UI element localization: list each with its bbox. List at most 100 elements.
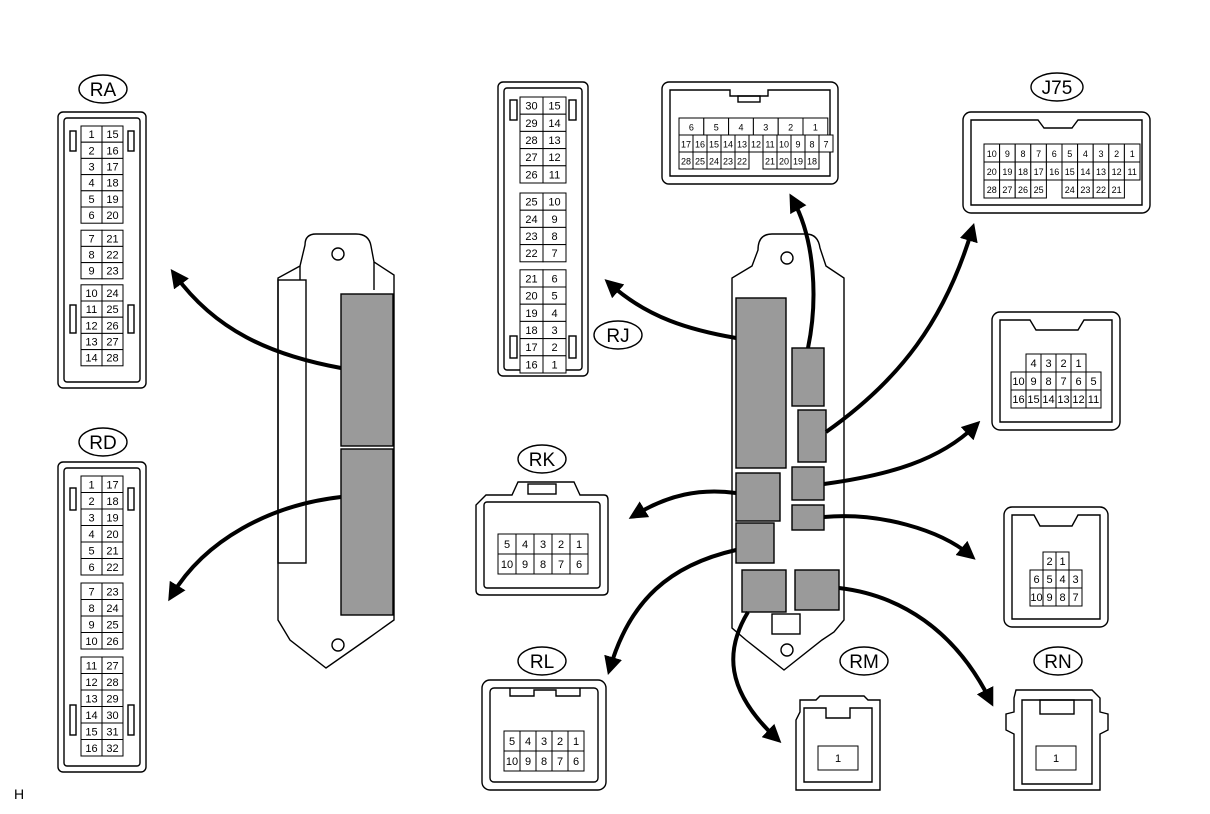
- pin-number: 9: [1030, 376, 1036, 388]
- pin-number: 16: [1012, 394, 1024, 406]
- pin-number: 22: [525, 248, 537, 260]
- pin-number: 6: [1052, 149, 1057, 159]
- pin-number: 15: [106, 129, 118, 141]
- pin-cell: [818, 134, 834, 153]
- pin-number: 20: [987, 167, 997, 177]
- arrow-to-rd: [168, 495, 342, 602]
- pin-grid-rm: 1: [817, 745, 859, 771]
- pin-number: 30: [525, 101, 537, 113]
- pin-number: 12: [1112, 167, 1122, 177]
- pin-number: 28: [525, 135, 537, 147]
- pin-number: 3: [88, 512, 94, 524]
- pin-number: 12: [85, 677, 97, 689]
- pin-cell: [1085, 389, 1102, 409]
- pin-number: 9: [1005, 149, 1010, 159]
- pin-number: 29: [525, 118, 537, 130]
- pin-cell: [542, 244, 567, 263]
- pin-number: 16: [106, 145, 118, 157]
- pin-number: 22: [1096, 185, 1106, 195]
- pin-number: 26: [106, 320, 118, 332]
- pin-number: 15: [548, 101, 560, 113]
- pin-cell: [101, 262, 124, 280]
- pin-number: 22: [737, 157, 747, 167]
- pin-number: 5: [551, 291, 557, 303]
- pin-number: 3: [763, 123, 768, 133]
- pin-number: 9: [525, 756, 531, 768]
- label-rm: RM: [849, 652, 879, 673]
- pin-number: 27: [106, 660, 118, 672]
- pin-number: 27: [1002, 185, 1012, 195]
- pin-number: 9: [88, 619, 94, 631]
- pin-number: 14: [85, 710, 97, 722]
- pin-number: 3: [551, 325, 557, 337]
- pin-number: 2: [1060, 358, 1066, 370]
- pin-number: 14: [1080, 167, 1090, 177]
- pin-number: 22: [106, 250, 118, 262]
- pin-number: 11: [765, 140, 774, 150]
- pin-number: 1: [88, 479, 94, 491]
- pin-cell: [542, 165, 567, 184]
- pin-number: 24: [525, 214, 537, 226]
- arrow-to-16pin: [823, 420, 981, 486]
- connector-labels: RA RD RJ J75 RK RL RM RN: [89, 78, 1072, 673]
- pin-cell: [1035, 745, 1077, 771]
- pin-number: 27: [106, 337, 118, 349]
- pin-number: 13: [1057, 394, 1069, 406]
- pin-cell: [101, 206, 124, 224]
- label-rl: RL: [530, 652, 554, 673]
- pin-number: 12: [548, 152, 560, 164]
- pin-number: 31: [106, 726, 118, 738]
- pin-number: 7: [823, 140, 828, 150]
- pin-number: 13: [85, 693, 97, 705]
- pin-number: 1: [88, 129, 94, 141]
- pin-number: 10: [1012, 376, 1024, 388]
- ecu-left: [277, 233, 395, 669]
- pin-cell: [1068, 587, 1083, 607]
- ecu-block-top: [791, 347, 825, 407]
- pin-number: 16: [525, 359, 537, 371]
- pin-number: 27: [525, 152, 537, 164]
- pin-number: 7: [558, 559, 564, 571]
- arrow-to-rl: [604, 548, 737, 676]
- pin-number: 6: [88, 562, 94, 574]
- label-rk: RK: [529, 450, 556, 471]
- pin-cell: [734, 151, 750, 170]
- pin-number: 28: [106, 353, 118, 365]
- pin-number: 6: [1075, 376, 1081, 388]
- pin-number: 4: [1083, 149, 1088, 159]
- arrows: [168, 193, 994, 744]
- pin-number: 8: [1059, 592, 1065, 604]
- pin-number: 7: [557, 756, 563, 768]
- pin-number: 1: [576, 539, 582, 551]
- pin-number: 23: [1080, 185, 1090, 195]
- pin-number: 30: [106, 710, 118, 722]
- pin-number: 8: [88, 250, 94, 262]
- pin-number: 3: [540, 539, 546, 551]
- pin-number: 5: [1090, 376, 1096, 388]
- pin-cell: [101, 739, 124, 757]
- pin-number: 15: [85, 726, 97, 738]
- pin-number: 14: [548, 118, 560, 130]
- pin-number: 14: [1042, 394, 1054, 406]
- pin-number: 18: [106, 178, 118, 190]
- pin-number: 2: [788, 123, 793, 133]
- pin-number: 7: [1072, 592, 1078, 604]
- pin-number: 8: [88, 603, 94, 615]
- ecu-block-j75: [797, 409, 827, 463]
- pin-number: 8: [809, 140, 814, 150]
- pin-number: 4: [88, 529, 94, 541]
- pin-number: 5: [1067, 149, 1072, 159]
- pin-number: 13: [85, 337, 97, 349]
- pin-number: 13: [1096, 167, 1106, 177]
- pin-number: 17: [681, 140, 691, 150]
- pin-number: 23: [106, 586, 118, 598]
- pin-number: 20: [106, 210, 118, 222]
- pin-cell: [542, 355, 567, 374]
- pin-number: 2: [551, 342, 557, 354]
- pin-number: 19: [793, 157, 803, 167]
- pin-number: 28: [681, 157, 691, 167]
- pin-number: 25: [106, 619, 118, 631]
